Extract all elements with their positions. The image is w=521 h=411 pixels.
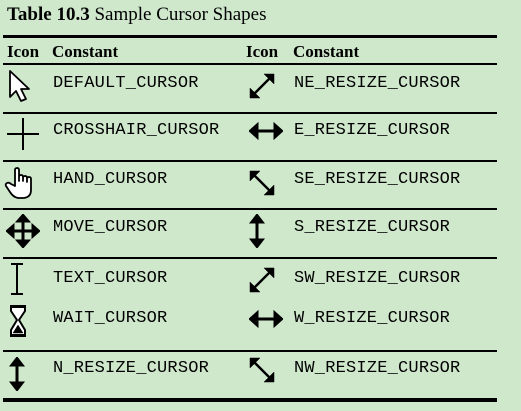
se-resize-cursor-icon [245,166,279,200]
wait-cursor-icon [4,304,38,338]
constant-hand-cursor: HAND_CURSOR [53,170,168,189]
constant-sw-resize-cursor: SW_RESIZE_CURSOR [294,269,461,288]
constant-crosshair-cursor: CROSSHAIR_CURSOR [53,121,220,140]
e-resize-cursor-icon [249,114,283,148]
text-cursor-icon [4,262,38,296]
constant-se-resize-cursor: SE_RESIZE_CURSOR [294,170,461,189]
crosshair-cursor-icon [6,117,40,151]
bottom-rule [3,398,497,402]
constant-ne-resize-cursor: NE_RESIZE_CURSOR [294,74,461,93]
table-title: Table 10.3 Sample Cursor Shapes [7,4,267,26]
sw-resize-cursor-icon [245,263,279,297]
nw-resize-cursor-icon [245,353,279,387]
header-rule [3,63,497,65]
default-cursor-icon [6,69,40,103]
constant-s-resize-cursor: S_RESIZE_CURSOR [294,218,451,237]
top-rule [3,35,497,38]
constant-default-cursor: DEFAULT_CURSOR [53,74,199,93]
table-number: Table 10.3 [7,4,90,25]
w-resize-cursor-icon [249,302,283,336]
row-rule-1 [3,112,497,114]
row-rule-3 [3,208,497,210]
header-constant-right: Constant [293,42,360,61]
n-resize-cursor-icon [0,357,34,391]
constant-nw-resize-cursor: NW_RESIZE_CURSOR [294,359,461,378]
row-rule-5 [3,350,497,352]
hand-cursor-icon [4,166,38,200]
table-caption: Sample Cursor Shapes [94,4,267,25]
move-cursor-icon [6,214,40,248]
constant-move-cursor: MOVE_CURSOR [53,218,168,237]
constant-w-resize-cursor: W_RESIZE_CURSOR [294,309,451,328]
row-rule-4 [3,257,497,259]
row-rule-2 [3,160,497,162]
ne-resize-cursor-icon [245,69,279,103]
constant-wait-cursor: WAIT_CURSOR [53,309,168,328]
header-icon-left: Icon [7,42,40,61]
header-constant-left: Constant [52,42,119,61]
constant-text-cursor: TEXT_CURSOR [53,269,168,288]
header-icon-right: Icon [246,42,279,61]
constant-n-resize-cursor: N_RESIZE_CURSOR [53,359,210,378]
s-resize-cursor-icon [240,214,274,248]
constant-e-resize-cursor: E_RESIZE_CURSOR [294,121,451,140]
